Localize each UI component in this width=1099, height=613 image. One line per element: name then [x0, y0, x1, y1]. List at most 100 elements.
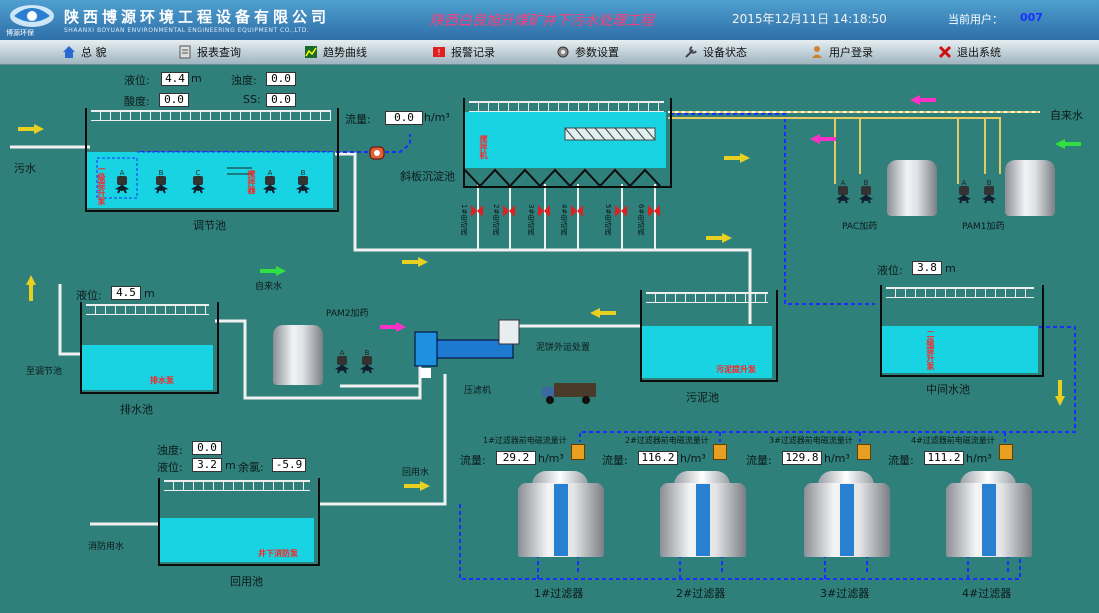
- svg-text:B: B: [987, 179, 992, 187]
- svg-text:B: B: [301, 169, 306, 177]
- nav-exit[interactable]: 退出系统: [938, 42, 1001, 62]
- regulating-pump-1[interactable]: A: [113, 168, 131, 194]
- settling-tank: [463, 98, 672, 188]
- nav-trend[interactable]: 趋势曲线: [304, 42, 367, 62]
- flow-arrow-icon: [910, 95, 936, 105]
- flow-arrow-icon: [404, 481, 430, 491]
- pam1-pump-2[interactable]: B: [980, 178, 998, 204]
- filter-dome: [960, 471, 1016, 485]
- nav-device-status[interactable]: 设备状态: [684, 42, 747, 62]
- pam1-pump-1[interactable]: A: [955, 178, 973, 204]
- mud-valve-2[interactable]: [503, 202, 515, 221]
- nav-user-login[interactable]: 用户登录: [810, 42, 873, 62]
- lift-pump-label-1: 一级提升泵: [97, 165, 106, 205]
- reuse-level-unit: m: [225, 459, 236, 472]
- filter-pipe: [696, 484, 710, 556]
- flow-arrow-icon: [1055, 139, 1081, 149]
- mud-valve-3[interactable]: [538, 202, 550, 221]
- reuse-turbidity-label: 浊度:: [157, 444, 183, 457]
- nav-report[interactable]: 报表查询: [178, 42, 241, 62]
- svg-text:A: A: [962, 179, 967, 187]
- pac-label: PAC加药: [842, 222, 878, 232]
- filter-flow-label: 流量:: [602, 454, 628, 467]
- filter-flow-value: 111.2: [924, 451, 964, 465]
- pam2-pump-1[interactable]: A: [333, 348, 351, 374]
- valve-icon: [538, 205, 550, 217]
- logo-text: 博源环保: [6, 29, 34, 37]
- pam1-tank: [1005, 160, 1055, 216]
- valve-icon: [571, 205, 583, 217]
- tank-rail: [646, 292, 768, 303]
- mud-valve-5[interactable]: [615, 202, 627, 221]
- datetime-readout: 2015年12月11日 14:18:50: [732, 12, 887, 26]
- reg-level-unit: m: [191, 72, 202, 85]
- svg-text:B: B: [365, 349, 370, 357]
- reg-level-label: 液位:: [124, 74, 150, 87]
- filter-flow-value: 116.2: [638, 451, 678, 465]
- mud-valve-6[interactable]: [648, 202, 660, 221]
- filter-pipe: [554, 484, 568, 556]
- tank-rail: [86, 304, 209, 315]
- user-icon: [812, 46, 822, 58]
- filter-dome: [532, 471, 588, 485]
- meter-title: 4#过滤器前电磁流量计: [911, 436, 995, 445]
- press-label: 压滤机: [464, 386, 492, 396]
- mud-valve-4[interactable]: [571, 202, 583, 221]
- drain-tank: [80, 302, 219, 394]
- pam2-pump-2[interactable]: B: [358, 348, 376, 374]
- filter-flow-value: 29.2: [496, 451, 536, 465]
- aerator-label: 搅拌器: [247, 170, 256, 194]
- flow-arrow-icon: [380, 322, 406, 332]
- filter-pipe: [840, 484, 854, 556]
- title-bar: 博源环保 陕西博源环境工程设备有限公司 SHAANXI BOYUAN ENVIR…: [0, 0, 1099, 40]
- filter-name: 2#过滤器: [676, 587, 726, 600]
- reuse-turbidity-value: 0.0: [192, 441, 222, 455]
- regulating-pump-4[interactable]: A: [261, 168, 279, 194]
- mud-valve-label: 5#电动阀: [604, 204, 612, 236]
- valve-icon: [503, 205, 515, 217]
- sludge-tank: [640, 290, 778, 382]
- nav-label: 用户登录: [829, 46, 873, 59]
- tank-rail: [164, 480, 310, 491]
- sludge-tank-label: 污泥池: [686, 391, 719, 404]
- reuse-chlorine-label: 余氯:: [238, 461, 264, 474]
- middle-pump-label: 二级提升泵: [926, 330, 935, 370]
- reg-ss-label: SS:: [243, 93, 261, 106]
- tap-water-label: 自来水: [1050, 109, 1083, 122]
- settling-flow-value: 0.0: [385, 111, 423, 125]
- nav-alarm[interactable]: ! 报警记录: [432, 42, 495, 62]
- inlet-label: 污水: [14, 162, 36, 175]
- return-water-label: 回用水: [402, 468, 430, 478]
- svg-text:C: C: [196, 169, 201, 177]
- mixer-label: 搅拌机: [479, 135, 488, 159]
- nav-overview[interactable]: 总 貌: [62, 42, 107, 62]
- mud-valve-label: 1#电动阀: [460, 204, 468, 236]
- mud-valve-1[interactable]: [471, 202, 483, 221]
- valve-icon: [471, 205, 483, 217]
- mud-valve-label: 2#电动阀: [492, 204, 500, 236]
- filter-name: 3#过滤器: [820, 587, 870, 600]
- nav-label: 参数设置: [575, 46, 619, 59]
- trend-chart-icon: [305, 46, 317, 58]
- settling-flow-unit: h/m³: [424, 111, 450, 124]
- regulating-pump-3[interactable]: C: [189, 168, 207, 194]
- filter-flow-unit: h/m³: [824, 452, 850, 465]
- pac-pump-2[interactable]: B: [857, 178, 875, 204]
- reg-level-value: 4.4: [161, 72, 189, 86]
- filter-flow-value: 129.8: [782, 451, 822, 465]
- flow-arrow-icon: [402, 257, 428, 267]
- reuse-tank-label: 回用池: [230, 575, 263, 588]
- reg-ss-value: 0.0: [266, 93, 296, 107]
- fire-pump-label: 井下消防泵: [258, 549, 298, 558]
- drain-tank-water: [82, 345, 213, 390]
- project-title: 陕西白良旭升煤矿井下污水处理工程: [430, 13, 654, 29]
- pac-pump-1[interactable]: A: [834, 178, 852, 204]
- nav-params[interactable]: 参数设置: [556, 42, 619, 62]
- middle-tank-water: [882, 326, 1038, 373]
- svg-text:A: A: [120, 169, 125, 177]
- nav-label: 报警记录: [451, 46, 495, 59]
- regulating-pump-5[interactable]: B: [294, 168, 312, 194]
- nav-label: 总 貌: [81, 46, 107, 59]
- mud-valve-label: 3#电动阀: [527, 204, 535, 236]
- regulating-pump-2[interactable]: B: [152, 168, 170, 194]
